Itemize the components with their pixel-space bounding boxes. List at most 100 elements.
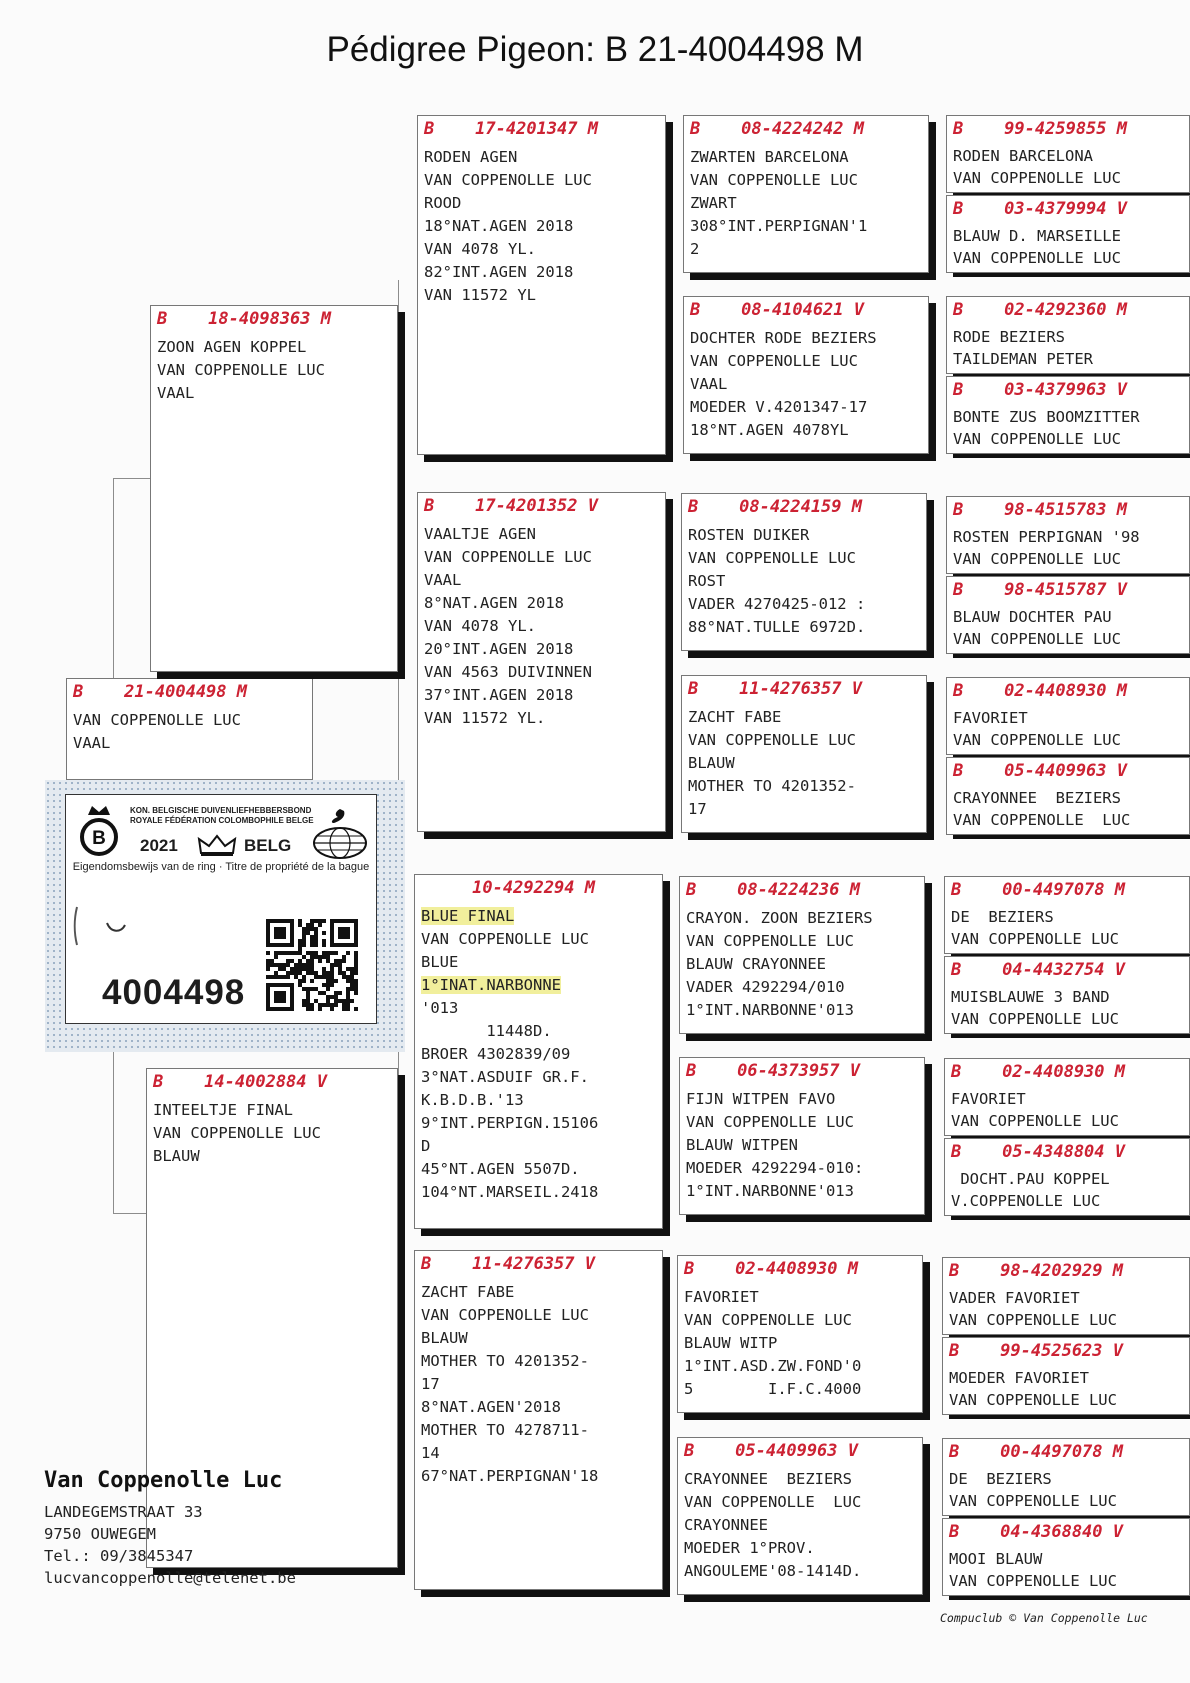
pigeon-info-line: VADER 4270425-012 :: [688, 595, 866, 613]
pigeon-info-line: MOTHER TO 4278711-: [421, 1421, 589, 1439]
pigeon-info-line: VADER FAVORIET: [949, 1289, 1080, 1307]
pigeon-info-line: INTEELTJE FINAL: [153, 1101, 293, 1119]
page-title: Pédigree Pigeon: B 21-4004498 M: [326, 30, 864, 69]
ring-number-label: B 05-4348804 V: [951, 1142, 1125, 1162]
pigeon-info-line: ROST: [688, 572, 726, 590]
ring-number-label: B 98-4515783 M: [953, 500, 1127, 520]
ring-hole-icon: [73, 906, 126, 946]
ring-number-label: B 04-4432754 V: [951, 960, 1125, 980]
pigeon-info-line: 8°NAT.AGEN'2018: [421, 1398, 561, 1416]
pigeon-info-line: CRAYONNEE BEZIERS: [953, 789, 1121, 807]
pigeon-info-line: VAN COPPENOLLE LUC: [949, 1571, 1117, 1590]
ring-number-label: B 02-4408930 M: [953, 681, 1127, 701]
pigeon-info-line: FAVORIET: [953, 709, 1028, 727]
ring-number-label: B 03-4379994 V: [953, 199, 1127, 219]
ring-number-label: B 99-4259855 M: [953, 119, 1127, 139]
ring-number-label: B 08-4104621 V: [690, 300, 864, 320]
pigeon-info-line: CRAYONNEE BEZIERS: [684, 1470, 852, 1488]
pigeon-info-line: 3°NAT.ASDUIF GR.F.: [421, 1068, 589, 1086]
pigeon-info-line: ROSTEN DUIKER: [688, 526, 810, 544]
pigeon-info-line: 18°NAT.AGEN 2018: [424, 217, 574, 235]
pigeon-info-line: RODEN AGEN: [424, 148, 518, 166]
ring-number-label: B 06-4373957 V: [686, 1061, 860, 1081]
pigeon-info-line: VAN COPPENOLLE LUC: [157, 361, 325, 379]
connector-line: [668, 595, 670, 725]
pigeon-card-sssd: B 03-4379994 V BLAUW D. MARSEILLE VAN COPP…: [946, 195, 1190, 273]
ring-number-label: B 18-4098363 M: [157, 309, 331, 329]
ring-number-label: B 08-4224236 M: [686, 880, 860, 900]
pigeon-info-line: RODE BEZIERS: [953, 328, 1065, 346]
footer-credit: Compuclub © Van Coppenolle Luc: [940, 1611, 1148, 1625]
pigeon-info-line: VAN 4078 YL.: [424, 240, 536, 258]
ring-number-label: B 11-4276357 V: [421, 1254, 595, 1274]
pigeon-info-line: MOEDER 1°PROV.: [684, 1539, 815, 1557]
ring-number-label: B 17-4201352 V: [424, 496, 598, 516]
pigeon-info-line: VAAL: [690, 375, 728, 393]
pigeon-info-line: VAN COPPENOLLE LUC: [686, 932, 854, 950]
pigeon-info-line: 14: [421, 1444, 440, 1462]
pigeon-info-line: 1°INAT.NARBONNE: [421, 974, 656, 997]
pigeon-info-line: 82°INT.AGEN 2018: [424, 263, 574, 281]
pigeon-info-line: TAILDEMAN PETER: [953, 349, 1093, 368]
pigeon-info-line: VAN COPPENOLLE LUC: [949, 1491, 1117, 1510]
pigeon-info-line: DOCHT.PAU KOPPEL: [951, 1170, 1110, 1188]
pigeon-info-line: VAN COPPENOLLE LUC: [951, 929, 1119, 948]
ring-card-inner: B KON. BELGISCHE DUIVENLIEFHEBBERSBOND R…: [65, 794, 377, 1024]
pigeon-info-line: CRAYON. ZOON BEZIERS: [686, 909, 873, 927]
pigeon-info-line: BLAUW: [421, 1329, 468, 1347]
pigeon-info-line: ZACHT FABE: [421, 1283, 515, 1301]
ring-country: BELG: [244, 836, 292, 855]
pigeon-info-line: 88°NAT.TULLE 6972D.: [688, 618, 866, 636]
pigeon-info-line: ZOON AGEN KOPPEL: [157, 338, 307, 356]
pigeon-info-line: MUISBLAUWE 3 BAND: [951, 988, 1110, 1006]
pigeon-info-line: FAVORIET: [684, 1288, 759, 1306]
pigeon-info-line: K.B.D.B.'13: [421, 1091, 524, 1109]
pigeon-info-line: ROSTEN PERPIGNAN '98: [953, 528, 1140, 546]
ring-number-label: B 05-4409963 V: [953, 761, 1127, 781]
pigeon-info-line: VAN COPPENOLLE LUC: [421, 930, 589, 948]
pigeon-info-line: 9°INT.PERPIGN.15106: [421, 1114, 599, 1132]
ring-number: 4004498: [102, 973, 246, 1012]
pigeon-info-line: 1°INT.NARBONNE'013: [686, 1182, 854, 1200]
pigeon-info-line: BLAUW WITP: [684, 1334, 778, 1352]
pigeon-info-line: VAN COPPENOLLE LUC: [73, 711, 241, 729]
pigeon-info-line: BLAUW: [688, 754, 735, 772]
pigeon-info-line: VAN COPPENOLLE LUC: [424, 548, 592, 566]
ring-number-label: B 11-4276357 V: [688, 679, 862, 699]
ring-number-label: 10-4292294 M: [421, 878, 595, 898]
pigeon-info-line: MOTHER TO 4201352-: [688, 777, 856, 795]
breeder-email: lucvancoppenolle@telenet.be: [44, 1569, 296, 1587]
connector-line: [398, 1050, 400, 1570]
pigeon-info-line: BLUE: [421, 953, 459, 971]
pigeon-info-line: BLAUW D. MARSEILLE: [953, 227, 1121, 245]
pigeon-info-line: VAN 4563 DUIVINNEN: [424, 663, 592, 681]
ring-number-label: B 98-4202929 M: [949, 1261, 1123, 1281]
pigeon-info-line: BROER 4302839/09: [421, 1045, 571, 1063]
breeder-phone: Tel.: 09/3845347: [44, 1547, 194, 1565]
pigeon-info-line: ZACHT FABE: [688, 708, 782, 726]
federation-name-fr: ROYALE FÉDÉRATION COLOMBOPHILE BELGE: [130, 816, 314, 825]
federation-logo-icon: B: [80, 806, 118, 856]
pigeon-info-line: MOEDER FAVORIET: [949, 1369, 1089, 1387]
pigeon-info-line: BONTE ZUS BOOMZITTER: [953, 408, 1140, 426]
pigeon-info-line: MOTHER TO 4201352-: [421, 1352, 589, 1370]
connector-line: [113, 1213, 146, 1215]
pigeon-info-line: VAN COPPENOLLE LUC: [684, 1493, 862, 1511]
pigeon-info-line: VAN COPPENOLLE LUC: [953, 248, 1121, 267]
pigeon-info-line: VADER 4292294/010: [686, 978, 845, 996]
highlighter-mark: 1°INAT.NARBONNE: [421, 976, 561, 994]
